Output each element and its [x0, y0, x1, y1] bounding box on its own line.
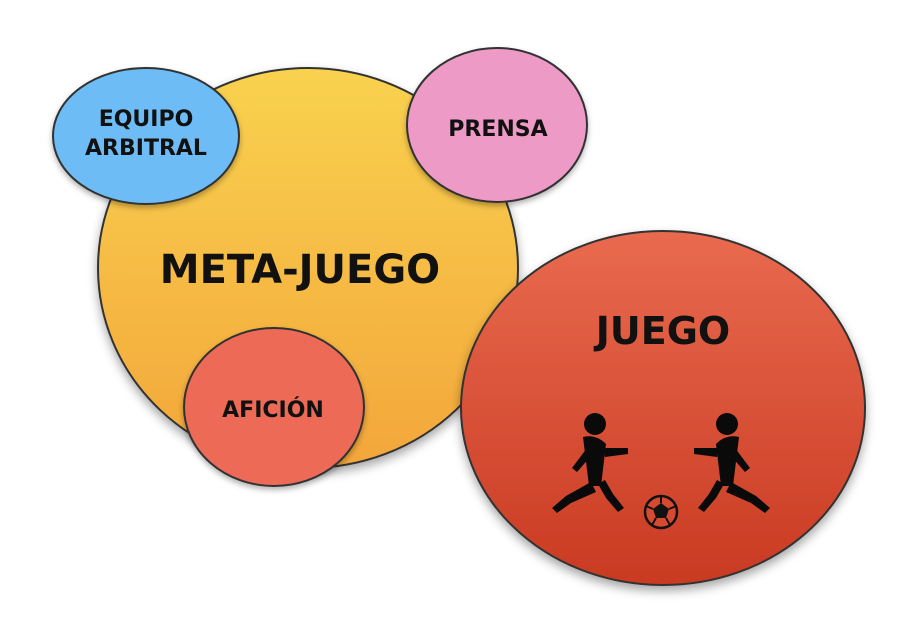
referees-circle: EQUIPO ARBITRAL — [52, 67, 240, 205]
referees-label-line1: EQUIPO — [99, 107, 194, 132]
fans-circle: AFICIÓN — [183, 327, 365, 487]
referees-label-line2: ARBITRAL — [85, 136, 207, 161]
meta-game-label: META-JUEGO — [160, 247, 440, 293]
press-circle: PRENSA — [406, 47, 588, 203]
fans-label: AFICIÓN — [222, 397, 324, 423]
game-label: JUEGO — [593, 309, 730, 353]
soccer-ball-icon — [643, 494, 679, 530]
press-label: PRENSA — [448, 117, 547, 142]
player-kicking-icon — [552, 413, 628, 513]
game-circle: JUEGO — [460, 230, 866, 586]
player-kicking-icon — [694, 413, 770, 513]
